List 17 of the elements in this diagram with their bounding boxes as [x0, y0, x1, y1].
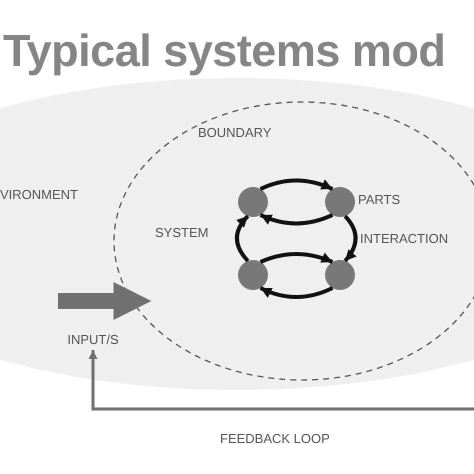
loop-label: FEEDBACK LOOP	[220, 432, 330, 446]
input-arrow	[58, 282, 152, 320]
part-label: INTERACTION	[360, 232, 448, 246]
environment-region	[0, 78, 474, 390]
interaction-arrow	[234, 214, 250, 262]
interaction-arrow	[344, 214, 358, 262]
interaction-arrow	[260, 252, 334, 264]
part-label: PARTS	[358, 193, 400, 208]
part-label: SYSTEM	[155, 226, 208, 240]
input-label: INPUT/S	[58, 332, 128, 348]
title: Typical systems mod	[3, 26, 446, 76]
interaction-arrow	[260, 178, 334, 191]
interaction-arrow	[260, 213, 334, 226]
region-label: VIRONMENT	[0, 188, 78, 202]
interaction-arrow	[260, 286, 334, 299]
boundary-label: BOUNDARY	[198, 126, 272, 140]
feedback-arrow	[88, 350, 474, 410]
